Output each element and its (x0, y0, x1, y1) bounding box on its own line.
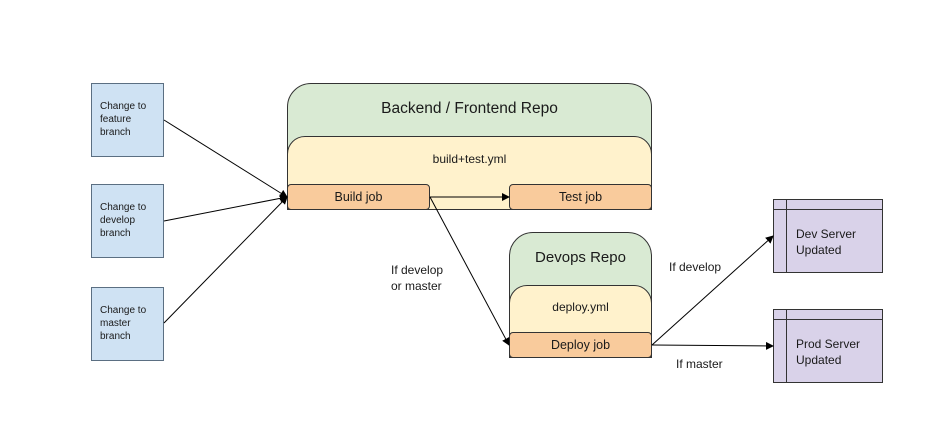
trigger-develop-label: Change to develop branch (100, 202, 147, 239)
arrow-deploy-to-dev (651, 235, 774, 346)
deploy-job: Deploy job (509, 332, 652, 358)
trigger-develop-branch: Change to develop branch (91, 184, 164, 258)
backend-file-band: build+test.yml (287, 136, 652, 210)
prod-server-side-rule (786, 310, 787, 382)
edge-label-to-dev: If develop (669, 260, 722, 274)
backend-repo-title: Backend / Frontend Repo (381, 100, 558, 117)
arrow-feature-to-build (163, 119, 288, 198)
arrow-master-to-build (163, 196, 288, 324)
trigger-feature-branch: Change to feature branch (91, 83, 164, 157)
trigger-master-branch: Change to master branch (91, 287, 164, 361)
deploy-yml-label: deploy.yml (552, 300, 609, 314)
edge-label-build-to-deploy: If develop or master (391, 263, 444, 293)
build-job: Build job (287, 184, 430, 210)
arrow-build-to-deploy (429, 196, 510, 346)
edge-label-to-prod: If master (676, 357, 723, 371)
prod-server: Prod Server Updated (773, 309, 883, 383)
arrow-develop-to-build (163, 194, 288, 222)
dev-server-label: Dev Server Updated (796, 227, 857, 257)
build-test-yml-label: build+test.yml (432, 152, 507, 166)
dev-server: Dev Server Updated (773, 199, 883, 273)
test-job: Test job (509, 184, 652, 210)
dev-server-top-rule (774, 209, 882, 210)
devops-repo-title: Devops Repo (535, 249, 626, 266)
trigger-feature-label: Change to feature branch (100, 101, 147, 138)
prod-server-label: Prod Server Updated (796, 337, 861, 367)
trigger-master-label: Change to master branch (100, 305, 147, 342)
arrow-deploy-to-prod (651, 341, 774, 350)
dev-server-side-rule (786, 200, 787, 272)
prod-server-top-rule (774, 319, 882, 320)
